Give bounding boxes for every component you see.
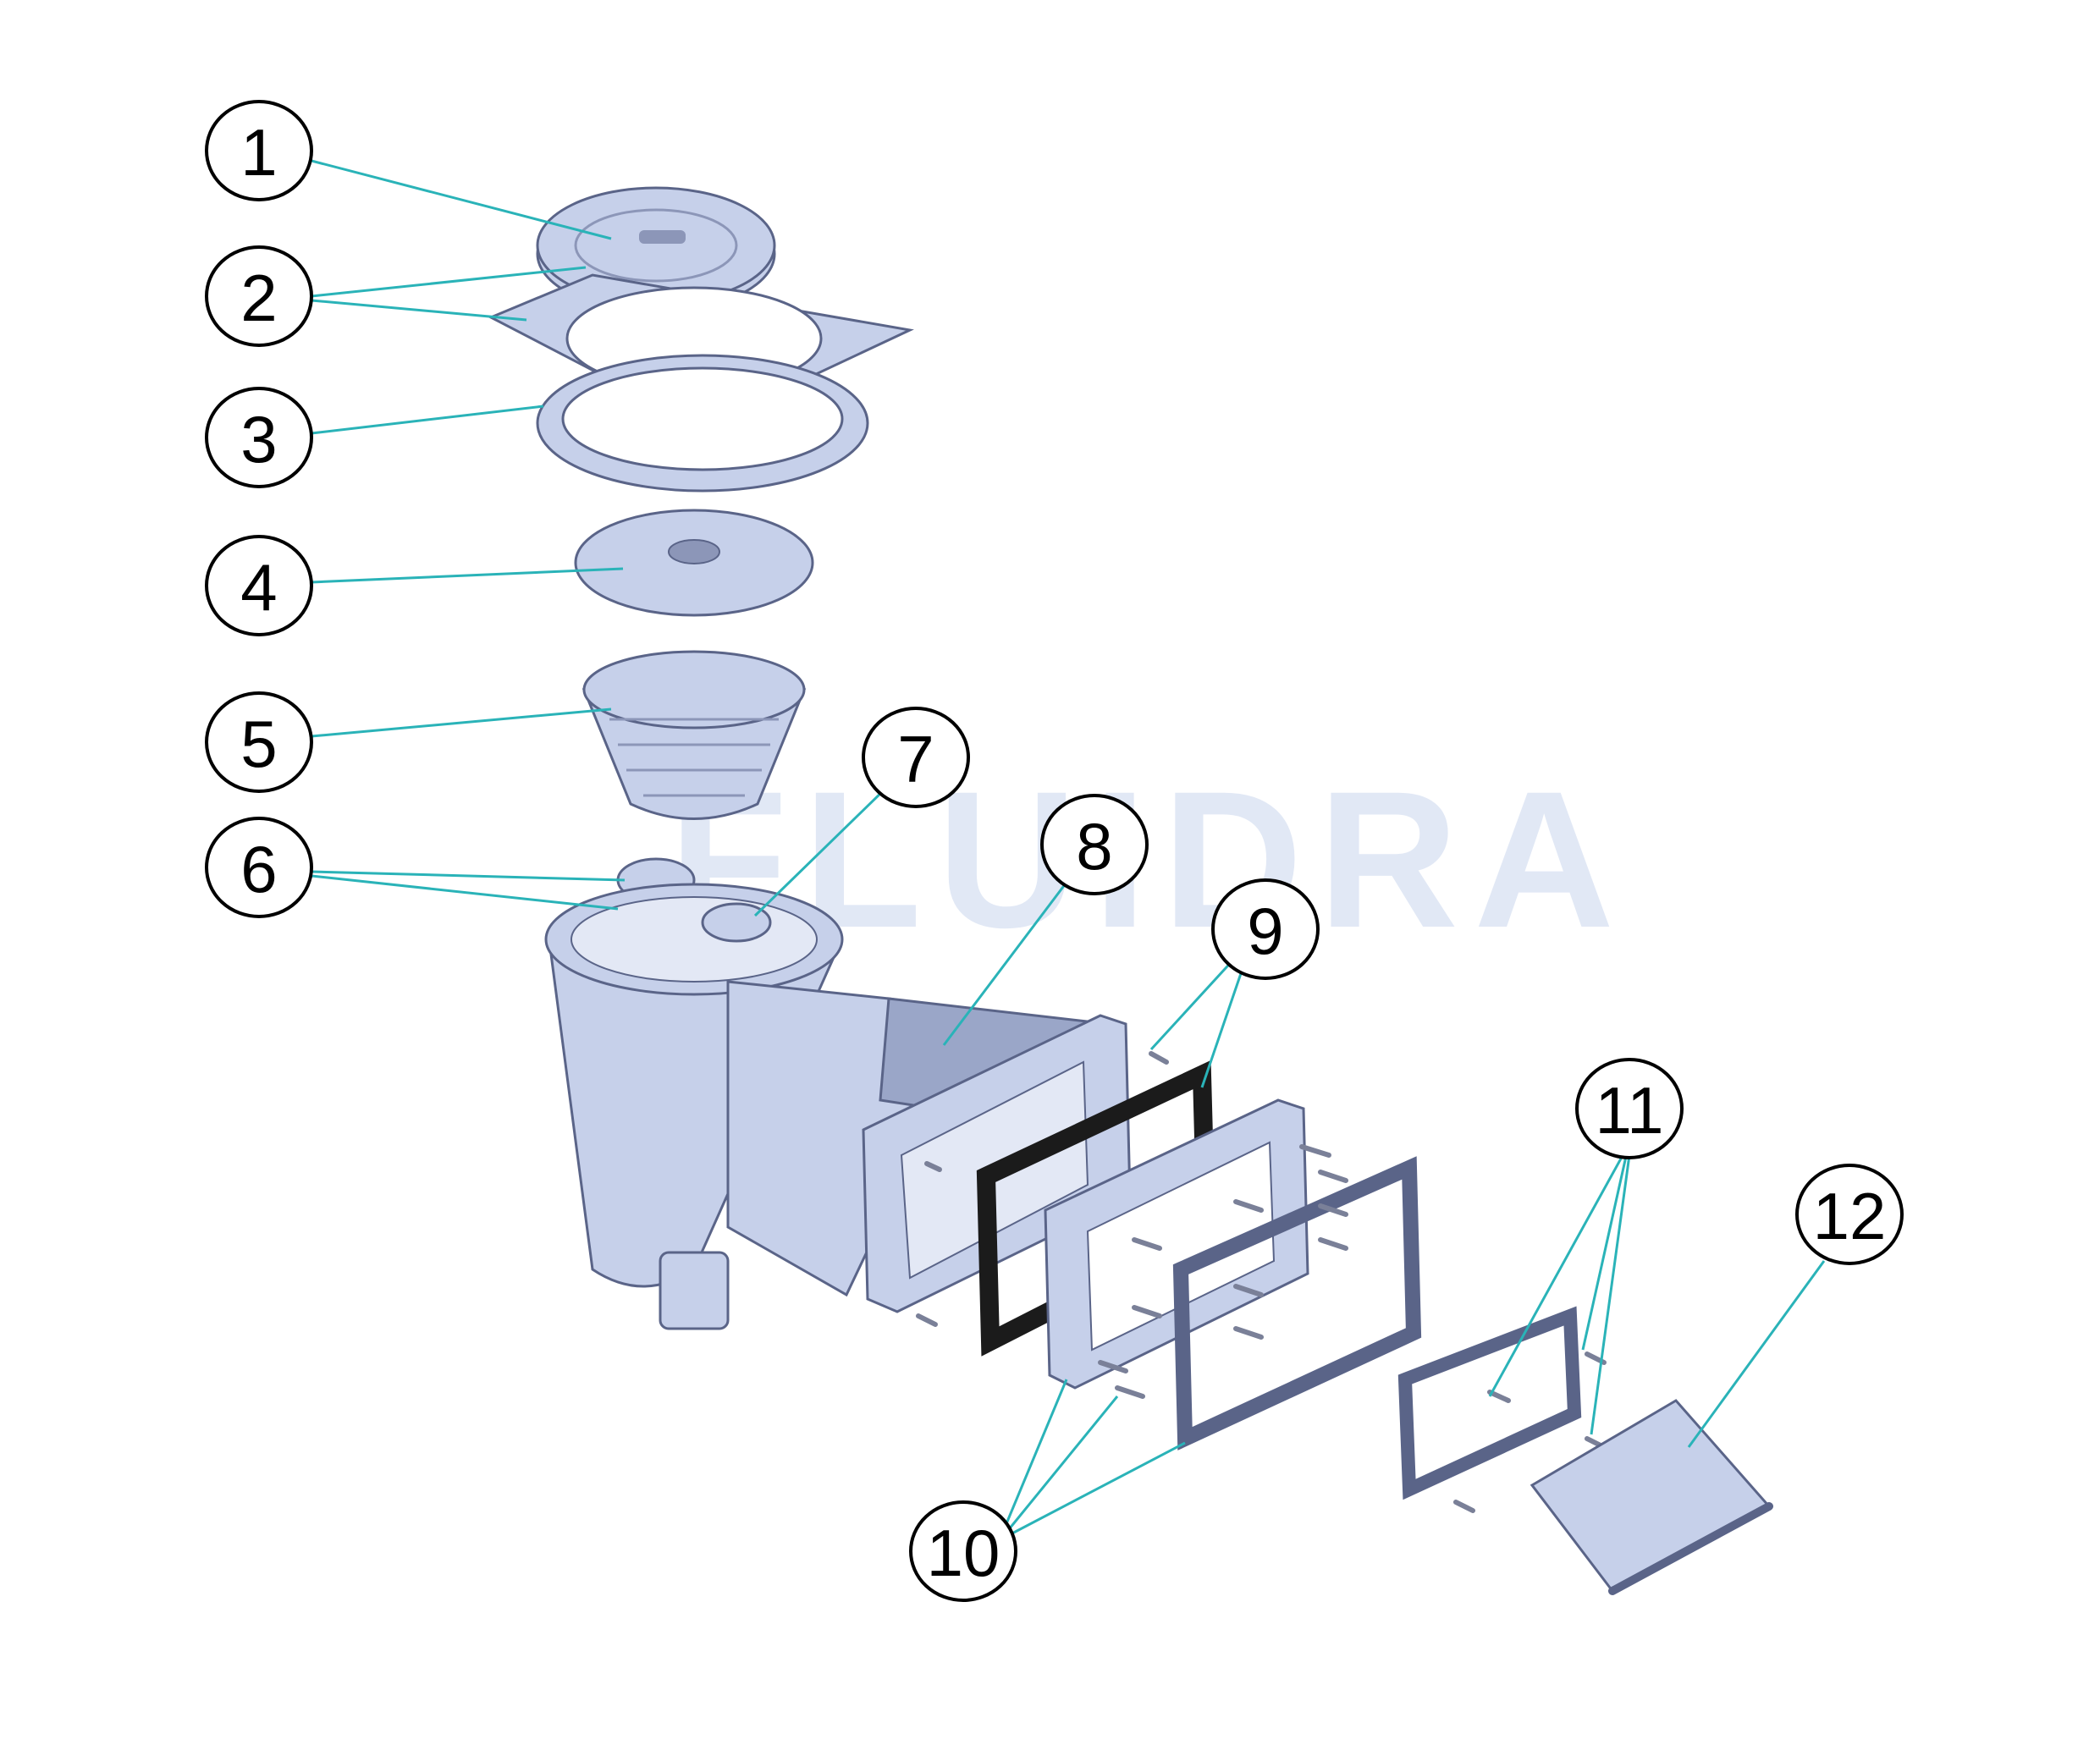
- part-flow-disc: [574, 509, 814, 617]
- callout-7-label: 7: [897, 722, 934, 796]
- part-trim-frame: [1172, 1156, 1422, 1450]
- callout-11: 11: [1575, 1058, 1684, 1159]
- part-ring: [536, 354, 869, 493]
- callout-2: 2: [205, 245, 313, 347]
- callout-12-label: 12: [1813, 1179, 1887, 1253]
- callout-6: 6: [205, 817, 313, 918]
- callout-8-label: 8: [1076, 809, 1112, 884]
- callout-7: 7: [862, 707, 970, 808]
- callout-2-label: 2: [240, 261, 277, 335]
- callout-4: 4: [205, 535, 313, 636]
- part-weir-flap: [1530, 1399, 1773, 1595]
- callout-5: 5: [205, 691, 313, 793]
- callout-8: 8: [1040, 794, 1149, 895]
- callout-1: 1: [205, 100, 313, 201]
- callout-9-label: 9: [1247, 894, 1283, 968]
- callout-6-label: 6: [240, 832, 277, 906]
- callout-10: 10: [909, 1500, 1017, 1602]
- part-basket: [581, 650, 807, 820]
- callout-5-label: 5: [240, 707, 277, 781]
- callout-11-label: 11: [1596, 1073, 1664, 1148]
- part-weir-frame: [1397, 1306, 1607, 1513]
- callout-3: 3: [205, 387, 313, 488]
- callout-12: 12: [1795, 1164, 1904, 1265]
- callout-4-label: 4: [240, 550, 277, 625]
- callout-3-label: 3: [240, 402, 277, 476]
- callout-10-label: 10: [927, 1516, 1000, 1590]
- screws: [916, 1051, 1348, 1399]
- part-faceplate: [1044, 1098, 1309, 1390]
- callout-9: 9: [1211, 878, 1320, 980]
- callout-1-label: 1: [240, 115, 277, 190]
